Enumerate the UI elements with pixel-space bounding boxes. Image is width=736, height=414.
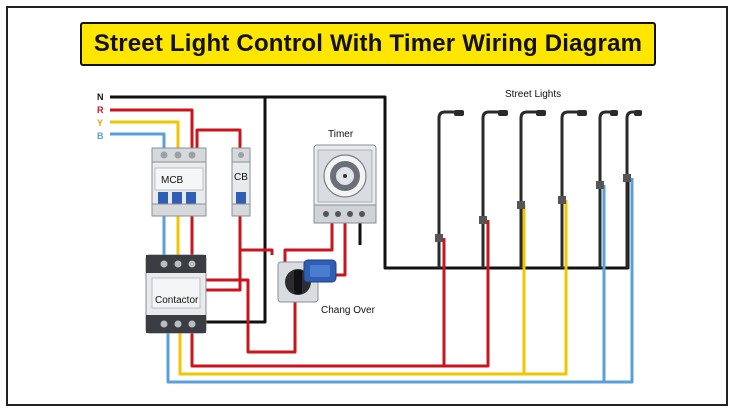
pole-5 xyxy=(598,110,614,268)
pole-1 xyxy=(437,110,458,268)
street-light-poles xyxy=(437,110,638,268)
wire-r-cb xyxy=(195,128,242,150)
phase-label-b: B xyxy=(97,131,104,141)
wire-b-in xyxy=(110,132,166,150)
mcb-breaker: MCB xyxy=(151,147,207,217)
pole-3 xyxy=(519,110,540,268)
diagram-frame xyxy=(6,6,728,406)
cb-label: CB xyxy=(234,172,248,183)
cb-breaker: CB xyxy=(231,147,251,217)
contactor-label: Contactor xyxy=(155,295,199,306)
wire-out-y xyxy=(178,200,568,376)
changeover-switch: Chang Over xyxy=(277,259,376,316)
wire-y-in xyxy=(110,120,180,150)
wire-out-r xyxy=(190,220,490,368)
diagram-title: Street Light Control With Timer Wiring D… xyxy=(80,22,656,66)
mcb-label: MCB xyxy=(161,175,184,186)
wire-cb-changeover xyxy=(240,248,274,255)
wire-cb-out xyxy=(205,215,242,292)
phase-label-n: N xyxy=(97,92,104,102)
phase-label-r: R xyxy=(97,105,104,115)
wire-changeover-timer-a xyxy=(283,220,334,262)
wire-changeover-out xyxy=(205,278,297,354)
changeover-label: Chang Over xyxy=(321,305,376,316)
timer-device: Timer xyxy=(313,129,377,224)
street-light-heads xyxy=(454,110,642,116)
pole-6 xyxy=(625,110,638,268)
wire-out-b xyxy=(166,178,634,384)
street-lights-label: Street Lights xyxy=(505,89,561,100)
contactor-device: Contactor xyxy=(145,254,207,334)
phase-label-y: Y xyxy=(97,118,103,128)
timer-label: Timer xyxy=(328,129,354,140)
wire-n-drop xyxy=(205,97,267,324)
wire-r-in xyxy=(110,108,194,150)
pole-bases xyxy=(435,174,631,242)
pole-4 xyxy=(560,110,581,268)
pole-2 xyxy=(481,110,502,268)
